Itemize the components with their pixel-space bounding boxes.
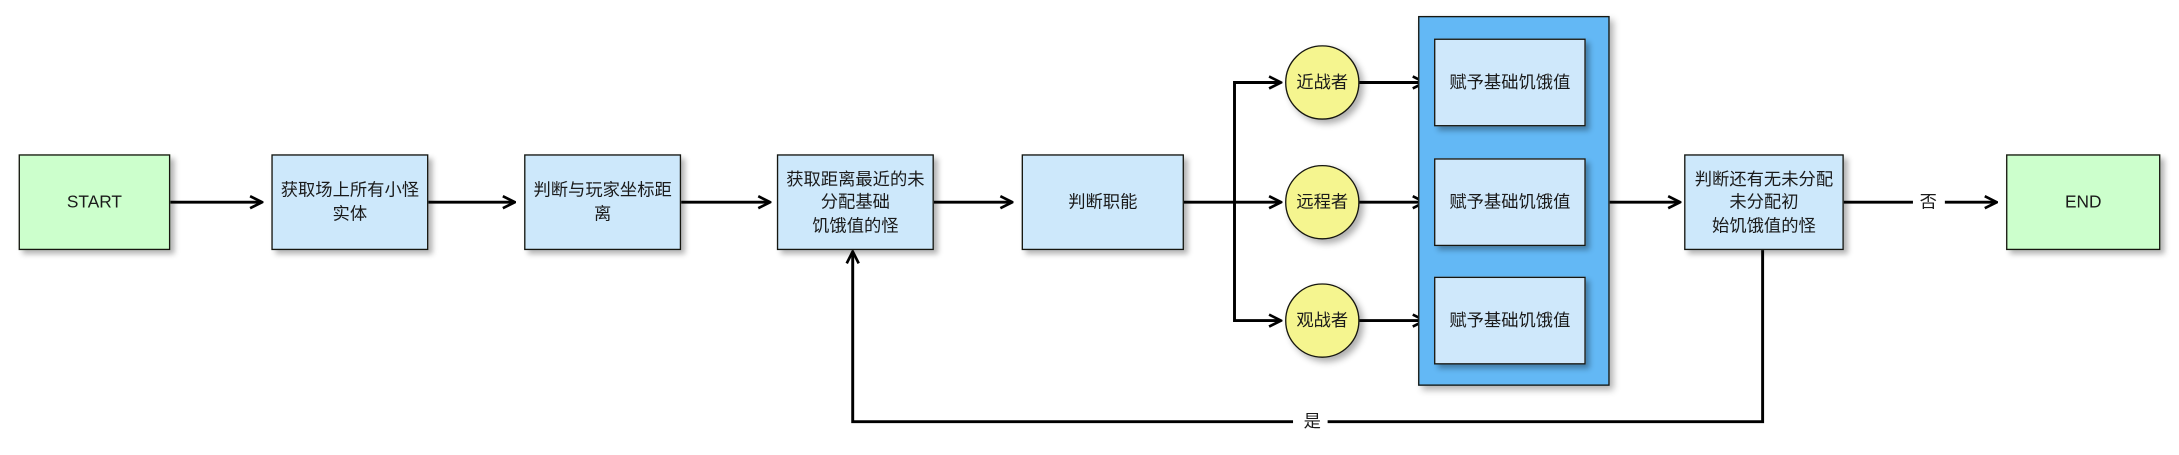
node-judge-distance-label: 判断与玩家坐标距离 [533, 180, 672, 224]
node-judge-role[interactable]: 判断职能 [1021, 154, 1184, 251]
node-get-nearest[interactable]: 获取距离最近的未分配基础 饥饿值的怪 [776, 154, 934, 251]
node-get-entities[interactable]: 获取场上所有小怪实体 [271, 154, 429, 251]
edge-label-yes: 是 [1297, 412, 1328, 430]
edge-role-branch-melee [1233, 82, 1280, 203]
node-assign-melee-label: 赋予基础饥饿值 [1449, 72, 1571, 93]
node-role-spectator-label: 观战者 [1296, 310, 1349, 331]
node-end[interactable]: END [2006, 154, 2161, 251]
node-assign-ranged[interactable]: 赋予基础饥饿值 [1434, 158, 1586, 247]
node-judge-distance[interactable]: 判断与玩家坐标距离 [524, 154, 682, 251]
node-role-ranged[interactable]: 远程者 [1285, 164, 1360, 240]
node-role-melee[interactable]: 近战者 [1285, 45, 1360, 120]
node-assign-spectator[interactable]: 赋予基础饥饿值 [1434, 276, 1586, 365]
edge-loop-yes-b [853, 253, 1294, 424]
edge-role-branch-spectator [1233, 202, 1280, 320]
node-end-label: END [2064, 191, 2102, 212]
node-judge-remaining-label: 判断还有无未分配未分配初 始饥饿值的怪 [1694, 168, 1834, 236]
node-assign-spectator-label: 赋予基础饥饿值 [1449, 310, 1571, 331]
node-judge-remaining[interactable]: 判断还有无未分配未分配初 始饥饿值的怪 [1684, 154, 1844, 251]
node-get-entities-label: 获取场上所有小怪实体 [280, 180, 420, 224]
node-role-spectator[interactable]: 观战者 [1285, 283, 1360, 358]
node-assign-melee[interactable]: 赋予基础饥饿值 [1434, 38, 1586, 127]
node-role-ranged-label: 远程者 [1296, 191, 1349, 212]
node-judge-role-label: 判断职能 [1068, 191, 1138, 212]
node-assign-ranged-label: 赋予基础饥饿值 [1449, 191, 1571, 212]
node-get-nearest-label: 获取距离最近的未分配基础 饥饿值的怪 [786, 168, 925, 236]
node-start-label: START [66, 191, 122, 212]
node-start[interactable]: START [18, 154, 171, 251]
edge-label-no: 否 [1912, 192, 1944, 211]
node-role-melee-label: 近战者 [1296, 72, 1349, 93]
